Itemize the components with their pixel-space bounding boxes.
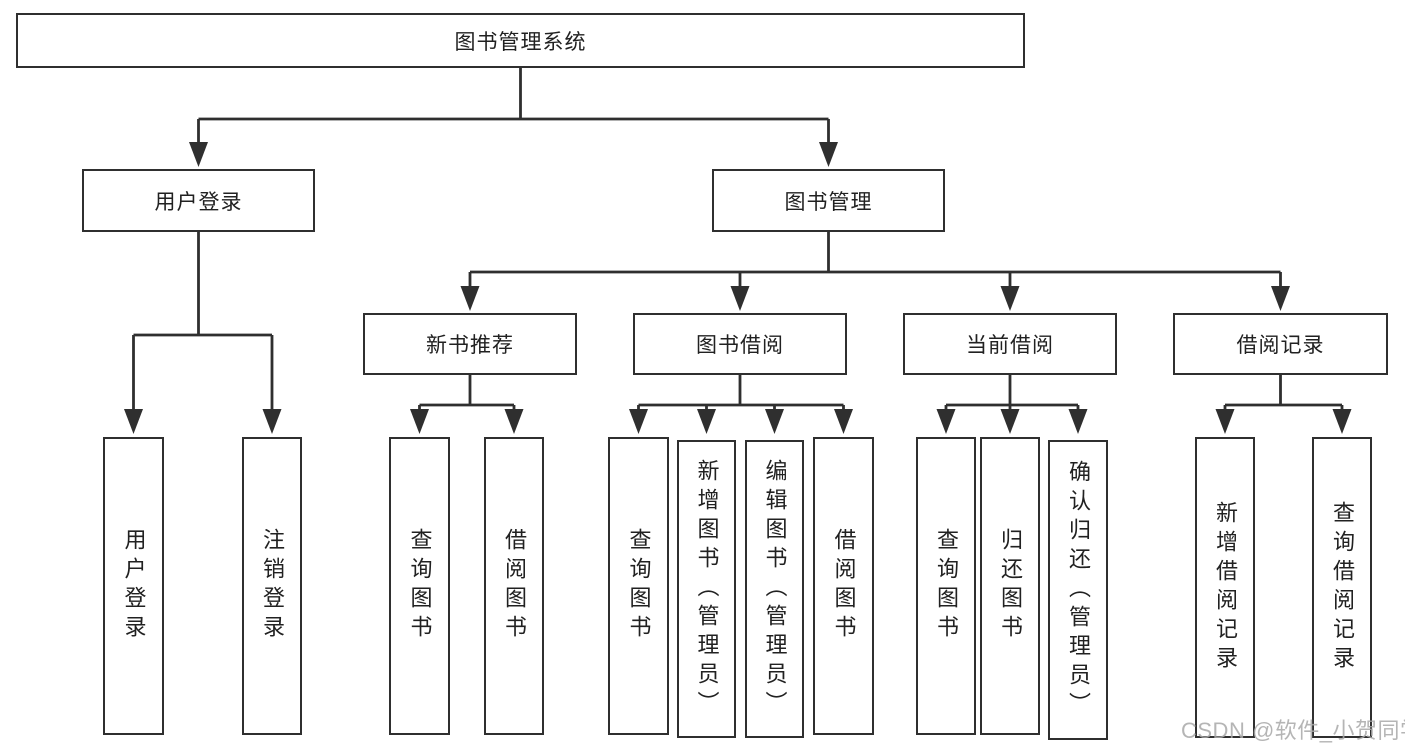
arrowhead-icon xyxy=(1068,409,1088,434)
leaf-add-books: 新增图书（管理员） xyxy=(677,440,736,738)
node-borrowing-records: 借阅记录 xyxy=(1173,313,1388,375)
leaf-confirm-return: 确认归还（管理员） xyxy=(1048,440,1108,740)
arrowhead-icon xyxy=(730,286,750,311)
leaf-borrow-books-2: 借阅图书 xyxy=(813,437,874,735)
arrowhead-icon xyxy=(629,409,648,434)
arrowhead-icon xyxy=(410,409,429,434)
arrowhead-icon xyxy=(189,142,208,167)
leaf-user-login: 用户登录 xyxy=(103,437,164,735)
node-current-borrowing: 当前借阅 xyxy=(903,313,1117,375)
arrowhead-icon xyxy=(697,409,716,434)
leaf-query-borrow-record: 查询借阅记录 xyxy=(1312,437,1372,738)
arrowhead-icon xyxy=(1000,286,1020,311)
leaf-query-books-1: 查询图书 xyxy=(389,437,450,735)
tree-edges xyxy=(132,68,1344,411)
node-user-login: 用户登录 xyxy=(82,169,315,232)
node-new-book-recommend: 新书推荐 xyxy=(363,313,577,375)
arrowhead-icon xyxy=(1215,409,1235,434)
arrowhead-icon xyxy=(124,409,143,434)
node-root: 图书管理系统 xyxy=(16,13,1025,68)
leaf-borrow-books-1: 借阅图书 xyxy=(484,437,544,735)
leaf-query-books-3: 查询图书 xyxy=(916,437,976,735)
arrowhead-icon xyxy=(1000,409,1020,434)
arrowhead-icon xyxy=(765,409,784,434)
arrowhead-icon xyxy=(460,286,480,311)
arrowhead-icon xyxy=(262,409,282,434)
leaf-return-books: 归还图书 xyxy=(980,437,1040,735)
node-book-borrowing: 图书借阅 xyxy=(633,313,847,375)
leaf-edit-books: 编辑图书（管理员） xyxy=(745,440,804,738)
arrowhead-icon xyxy=(936,409,956,434)
leaf-logout: 注销登录 xyxy=(242,437,302,735)
arrowhead-icon xyxy=(834,409,853,434)
node-book-management: 图书管理 xyxy=(712,169,945,232)
arrowheads xyxy=(124,142,1352,434)
arrowhead-icon xyxy=(1271,286,1290,311)
leaf-query-books-2: 查询图书 xyxy=(608,437,669,735)
arrowhead-icon xyxy=(504,409,524,434)
csdn-watermark: CSDN @软件_小贺同学 xyxy=(1181,718,1405,743)
arrowhead-icon xyxy=(1332,409,1352,434)
arrowhead-icon xyxy=(819,142,838,167)
leaf-add-borrow-record: 新增借阅记录 xyxy=(1195,437,1255,738)
